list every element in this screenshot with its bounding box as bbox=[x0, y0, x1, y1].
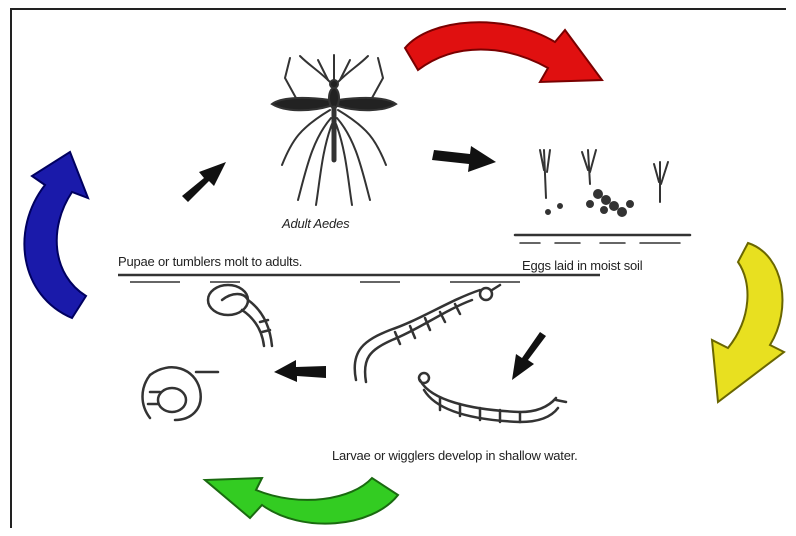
larvae-label: Larvae or wigglers develop in shallow wa… bbox=[332, 448, 578, 463]
larva-icon bbox=[355, 285, 500, 382]
stage-arrow-larva-to-pupa bbox=[274, 360, 326, 382]
water-surface bbox=[118, 275, 600, 282]
eggs-icon bbox=[515, 150, 690, 243]
green-cycle-arrow bbox=[205, 478, 398, 524]
blue-cycle-arrow bbox=[24, 152, 88, 318]
stage-arrow-pupa-to-adult bbox=[182, 162, 226, 202]
stage-arrow-eggs-to-larva bbox=[512, 332, 546, 380]
red-cycle-arrow bbox=[405, 22, 602, 82]
yellow-cycle-arrow bbox=[712, 243, 784, 402]
mosquito-icon bbox=[272, 55, 396, 205]
adult-aedes-label: Adult Aedes bbox=[282, 216, 349, 231]
pupae-label: Pupae or tumblers molt to adults. bbox=[118, 254, 302, 269]
eggs-label: Eggs laid in moist soil bbox=[522, 258, 642, 273]
stage-arrow-adult-to-eggs bbox=[432, 146, 496, 172]
pupa-icon-lower bbox=[143, 367, 219, 420]
pupa-icon bbox=[208, 285, 272, 346]
larva-icon-lower bbox=[419, 373, 566, 422]
